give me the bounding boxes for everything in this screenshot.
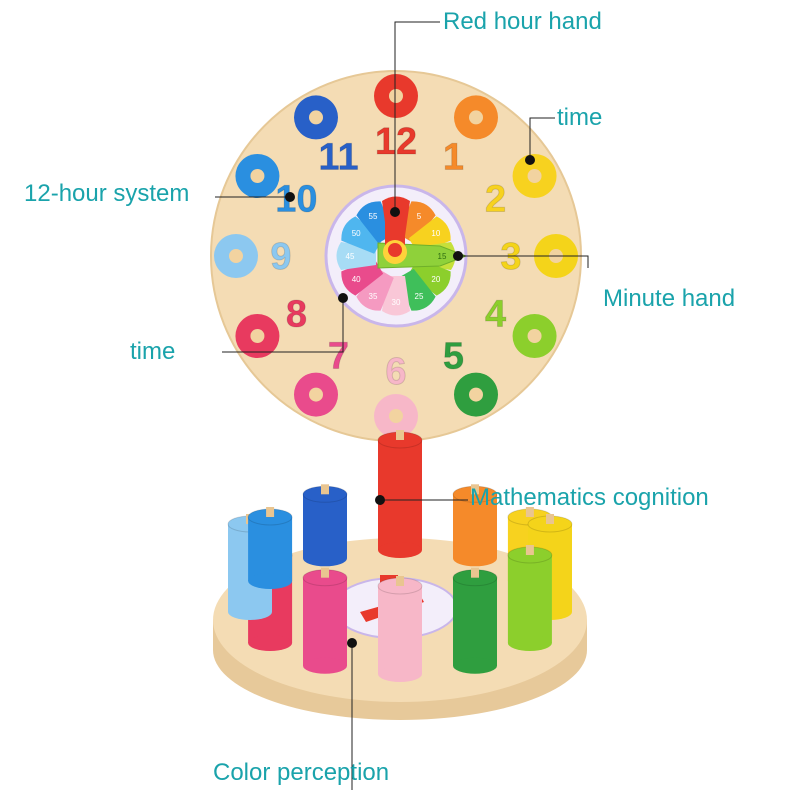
label-color-perception: Color perception — [213, 759, 390, 786]
minute-number: 5 — [417, 212, 422, 221]
clock-number: 10 — [275, 179, 317, 221]
label-mathematics-cognition: Mathematics cognition — [470, 484, 709, 511]
ring-stack — [507, 545, 553, 651]
ring-stack — [452, 484, 498, 567]
clock-number: 2 — [485, 179, 506, 221]
ring-stack — [377, 430, 423, 558]
clock-number: 4 — [485, 294, 506, 336]
number-peg: 6 — [374, 351, 418, 438]
clock-number: 3 — [500, 236, 521, 278]
clock-number: 9 — [270, 236, 291, 278]
minute-petal — [408, 258, 451, 296]
minute-petal — [356, 268, 394, 311]
ring-stack — [377, 576, 423, 682]
minute-number: 50 — [352, 229, 361, 238]
number-peg: 8 — [235, 293, 307, 358]
label-red-hour-hand: Red hour hand — [443, 8, 602, 35]
minute-number: 30 — [392, 298, 401, 307]
ring-stack — [452, 567, 498, 674]
number-peg: 10 — [235, 154, 318, 221]
minute-number: 40 — [352, 275, 361, 284]
minute-number: 15 — [438, 252, 447, 261]
minute-labels: 5 10 15 20 25 30 35 40 45 50 55 — [346, 212, 447, 307]
label-minute-hand: Minute hand — [603, 285, 736, 312]
minute-number: 35 — [369, 292, 378, 301]
number-peg: 9 — [214, 234, 292, 279]
label-12-hour-system: 12-hour system — [24, 180, 190, 207]
clock-number: 11 — [318, 136, 358, 178]
number-peg: 2 — [485, 154, 557, 221]
bottom-clock — [213, 430, 587, 720]
minute-number: 20 — [431, 275, 440, 284]
label-time-top: time — [557, 104, 603, 131]
clock-number: 5 — [443, 336, 464, 378]
clock-number: 6 — [385, 351, 406, 393]
minute-number: 10 — [431, 229, 440, 238]
clock-number: 7 — [328, 336, 349, 378]
leader-lines — [215, 21, 589, 790]
number-peg: 4 — [485, 293, 557, 358]
number-peg: 5 — [442, 335, 498, 417]
ring-stack — [247, 507, 293, 589]
minute-number: 55 — [369, 212, 378, 221]
clock-number: 8 — [286, 294, 307, 336]
number-peg: 1 — [442, 95, 498, 179]
number-peg: 7 — [294, 335, 350, 417]
clock-number: 1 — [443, 136, 464, 178]
number-peg: 11 — [294, 95, 359, 179]
clock-number: 12 — [375, 121, 417, 163]
hour-hand — [385, 198, 405, 253]
minute-petal — [341, 216, 384, 254]
leader-dots — [285, 155, 535, 648]
ring-stack — [302, 484, 348, 567]
ring-stack — [302, 567, 348, 674]
minute-number: 25 — [415, 292, 424, 301]
number-peg: 12 — [374, 74, 418, 164]
minute-number: 45 — [346, 252, 355, 261]
label-time-left: time — [130, 338, 176, 365]
